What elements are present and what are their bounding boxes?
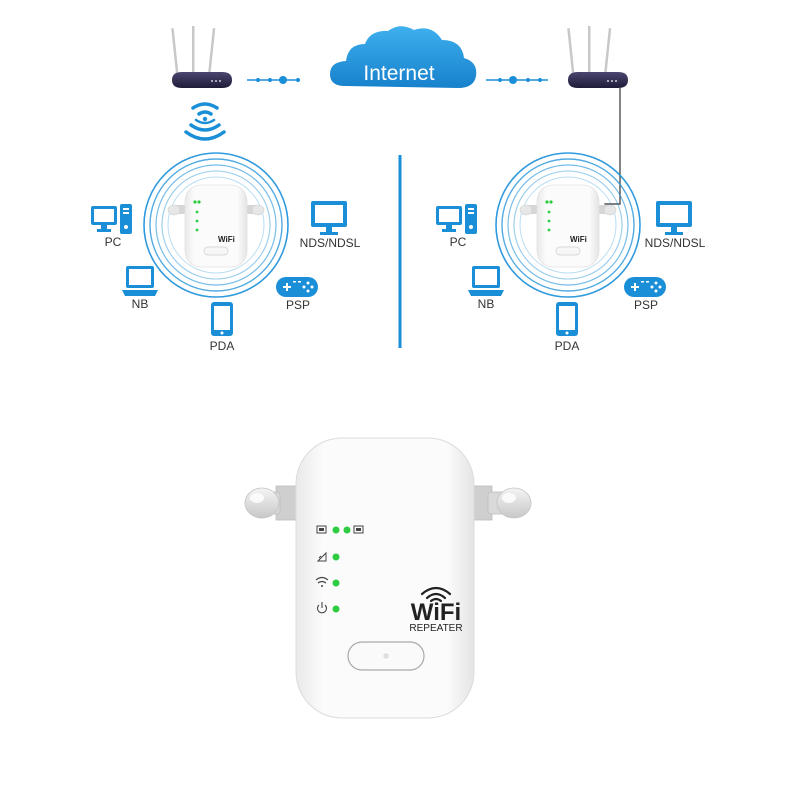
internet-cloud: Internet — [330, 26, 477, 88]
pc-icon — [436, 204, 477, 234]
nds-label: NDS/NDSL — [645, 236, 706, 250]
repeater-text: REPEATER — [409, 623, 462, 634]
nb-icon — [122, 266, 158, 296]
signal-icon — [316, 551, 340, 562]
wifi-signal-icon — [184, 102, 226, 141]
pda-label: PDA — [210, 339, 235, 353]
pda-icon — [556, 302, 578, 336]
nb-icon — [468, 266, 504, 296]
power-icon — [316, 602, 340, 614]
psp-label: PSP — [286, 298, 310, 312]
router-icon-left — [171, 26, 232, 88]
wifi-logo: WiFi REPEATER — [409, 586, 463, 634]
connector-right — [486, 76, 548, 84]
gamepad-icon — [276, 277, 318, 297]
antenna-right — [469, 485, 532, 521]
pc-label: PC — [450, 235, 467, 249]
pc-label: PC — [105, 235, 122, 249]
gamepad-icon — [624, 277, 666, 297]
pda-label: PDA — [555, 339, 580, 353]
lan-icon — [316, 525, 364, 534]
router-icon-right — [567, 26, 628, 88]
monitor-icon — [656, 201, 692, 235]
svg-text:WiFi: WiFi — [218, 235, 235, 244]
cloud-label: Internet — [363, 62, 434, 85]
nds-label: NDS/NDSL — [300, 236, 361, 250]
wps-button[interactable] — [347, 641, 425, 671]
monitor-icon — [311, 201, 347, 235]
mini-repeater-right: WiFi — [495, 152, 641, 298]
mini-repeater-left: WiFi — [143, 152, 289, 298]
nb-label: NB — [132, 297, 149, 311]
psp-label: PSP — [634, 298, 658, 312]
wifi-icon — [315, 576, 340, 587]
wifi-brand-text: WiFi — [411, 599, 461, 626]
nb-label: NB — [478, 297, 495, 311]
pc-icon — [91, 204, 132, 234]
ethernet-cable — [598, 88, 621, 205]
connector-left — [247, 76, 300, 84]
pda-icon — [211, 302, 233, 336]
antenna-left — [244, 485, 299, 521]
svg-text:WiFi: WiFi — [570, 235, 587, 244]
wifi-repeater-device: WiFi REPEATER — [244, 437, 532, 719]
